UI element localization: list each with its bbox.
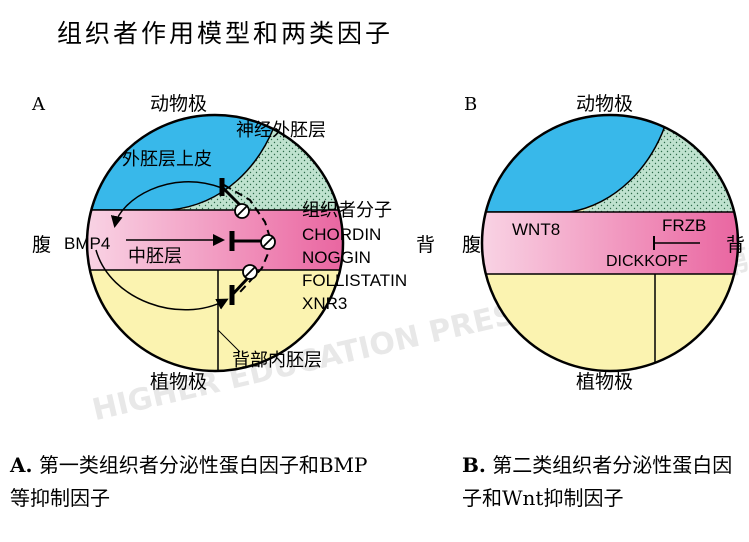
- dorsal-label-a: 背: [416, 234, 435, 256]
- organizer-molecules-label: 组织者分子: [302, 200, 392, 221]
- organizer-symbol-1: [234, 203, 250, 219]
- dickkopf-label: DICKKOPF: [606, 253, 688, 270]
- frzb-label: FRZB: [662, 216, 706, 235]
- animal-pole-label-a: 动物极: [150, 93, 207, 115]
- caption-b-text: 第二类组织者分泌性蛋白因子和Wnt抑制因子: [462, 453, 733, 510]
- panel-a-letter: A: [31, 94, 46, 115]
- organizer-boundary: [223, 184, 274, 293]
- mesoderm-label: 中胚层: [128, 246, 182, 267]
- organizer-symbol-3: [242, 264, 258, 280]
- caption-b-prefix: B.: [462, 453, 486, 477]
- factor-noggin: NOGGIN: [302, 248, 371, 267]
- vegetal-pole-label-a: 植物极: [150, 371, 207, 393]
- ectoderm-arrow: [110, 181, 223, 228]
- factor-follistatin: FOLLISTATIN: [302, 271, 407, 290]
- organizer-symbol-2: [260, 234, 276, 250]
- neural-ectoderm-label: 神经外胚层: [236, 120, 326, 141]
- bmp4-label: BMP4: [64, 234, 110, 253]
- dorsal-endoderm-label: 背部内胚层: [232, 350, 322, 371]
- factor-xnr3: XNR3: [302, 294, 347, 313]
- dorsal-label-b: 背: [726, 234, 745, 256]
- caption-a-prefix: A.: [10, 453, 33, 477]
- endoderm-arrow: [95, 249, 229, 311]
- ectoderm-label: 外胚层上皮: [122, 149, 212, 170]
- vegetal-pole-label-b: 植物极: [576, 371, 633, 393]
- page-title: 组织者作用模型和两类因子: [57, 19, 394, 48]
- animal-pole-label-b: 动物极: [576, 93, 633, 115]
- inhibit-line-top: [220, 185, 242, 207]
- caption-b: B. 第二类组织者分泌性蛋白因子和Wnt抑制因子: [462, 449, 742, 515]
- endoderm-leader: [217, 329, 241, 353]
- factor-chordin: CHORDIN: [302, 225, 381, 244]
- panel-b: B 动物极 植物极 腹 背 WNT8 FRZB DICKKOPF: [462, 93, 745, 393]
- embryo-outline-b: [480, 113, 740, 373]
- ventral-label-a: 腹: [32, 234, 51, 256]
- inhibit-line-bottom: [230, 276, 250, 297]
- ventral-label-b: 腹: [462, 234, 481, 256]
- panel-b-letter: B: [464, 94, 477, 115]
- embryo-outline-a: [85, 113, 345, 373]
- caption-a: A. 第一类组织者分泌性蛋白因子和BMP等抑制因子: [10, 449, 370, 515]
- caption-a-text: 第一类组织者分泌性蛋白因子和BMP等抑制因子: [10, 453, 368, 510]
- wnt8-label: WNT8: [512, 220, 560, 239]
